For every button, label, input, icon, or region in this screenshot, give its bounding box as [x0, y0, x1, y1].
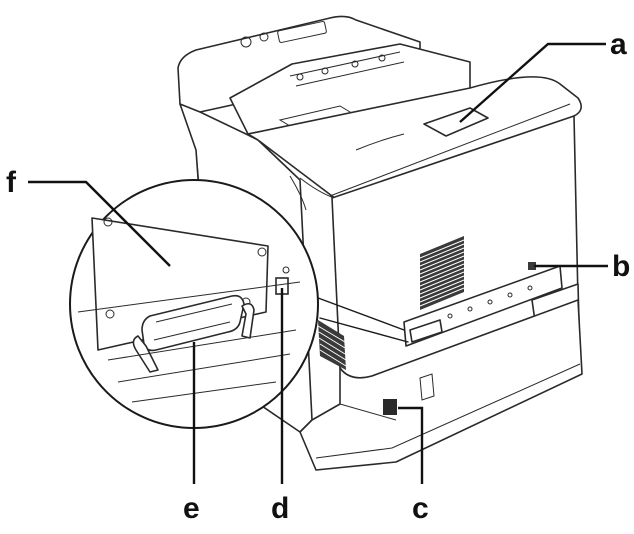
leader-a	[459, 42, 606, 123]
exit-rollers	[289, 51, 405, 87]
lower-paper-cassette	[299, 299, 583, 471]
callout-labels: a b c d e f	[6, 28, 630, 525]
leader-lines	[28, 42, 608, 484]
control-panel-display	[277, 21, 327, 43]
leader-c	[398, 406, 424, 484]
cover-handle-indent	[355, 133, 405, 151]
chassis-lines	[77, 281, 301, 403]
power-inlet	[383, 399, 397, 415]
cassette-seam	[315, 363, 581, 459]
callout-pointer-lines	[301, 291, 409, 343]
control-button	[259, 32, 269, 42]
card-screw	[257, 247, 267, 257]
cover-latch	[423, 107, 489, 137]
connector-clip-right	[241, 302, 255, 339]
ventilation-grille	[419, 236, 465, 310]
label-b: b	[612, 250, 630, 283]
top-cover-edge	[299, 103, 571, 199]
label-a: a	[610, 28, 627, 61]
label-c: c	[412, 492, 429, 525]
zoom-callout	[69, 179, 409, 429]
label-f: f	[6, 166, 17, 199]
cassette-slot	[419, 373, 435, 401]
card-screw	[103, 217, 113, 227]
card-screw	[105, 309, 115, 319]
label-d: d	[271, 492, 289, 525]
port-screw	[282, 266, 290, 274]
network-port-small	[528, 262, 536, 270]
parallel-port-small	[409, 319, 443, 343]
leader-f	[28, 180, 171, 267]
side-ventilation	[317, 320, 347, 370]
control-button	[240, 36, 252, 48]
label-e: e	[183, 492, 200, 525]
interface-plate	[403, 265, 563, 347]
